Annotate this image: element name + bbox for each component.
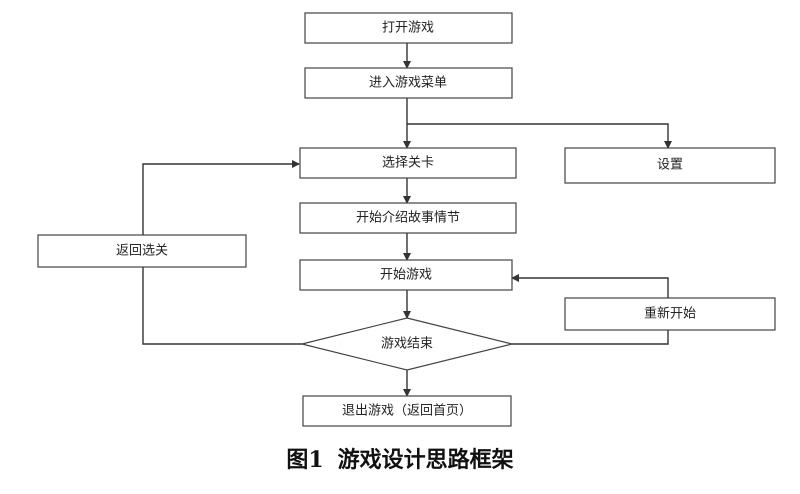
figure-number: 图1	[286, 447, 324, 473]
box-story-intro	[299, 202, 517, 234]
label-story-intro: 开始介绍故事情节	[356, 211, 460, 226]
box-open-game	[304, 12, 513, 44]
label-open-game: 打开游戏	[382, 21, 434, 36]
label-return-select: 返回选关	[116, 244, 168, 259]
box-settings	[564, 147, 776, 184]
label-restart: 重新开始	[644, 306, 696, 322]
figure-title: 游戏设计思路框架	[337, 447, 514, 473]
label-settings: 设置	[657, 158, 683, 173]
label-game-over: 游戏结束	[381, 337, 433, 352]
diamond-game-over	[301, 317, 513, 371]
box-select-level	[299, 147, 517, 179]
box-start-game	[299, 259, 513, 291]
box-return-select	[37, 234, 247, 268]
label-exit-game: 退出游戏（返回首页）	[342, 404, 472, 419]
node-shapes	[37, 12, 776, 427]
label-select-level: 选择关卡	[382, 156, 434, 171]
label-enter-menu: 进入游戏菜单	[369, 76, 447, 91]
box-restart	[564, 297, 776, 331]
box-enter-menu	[304, 67, 513, 99]
box-exit-game	[302, 395, 512, 427]
flowchart: 打开游戏 进入游戏菜单 选择关卡 设置 开始介绍故事情节 开始游戏 返回选关 重…	[37, 12, 776, 427]
label-start-game: 开始游戏	[380, 268, 432, 283]
edge-menu-to-settings	[407, 123, 672, 149]
figure-caption: 图1 游戏设计思路框架	[0, 442, 800, 474]
